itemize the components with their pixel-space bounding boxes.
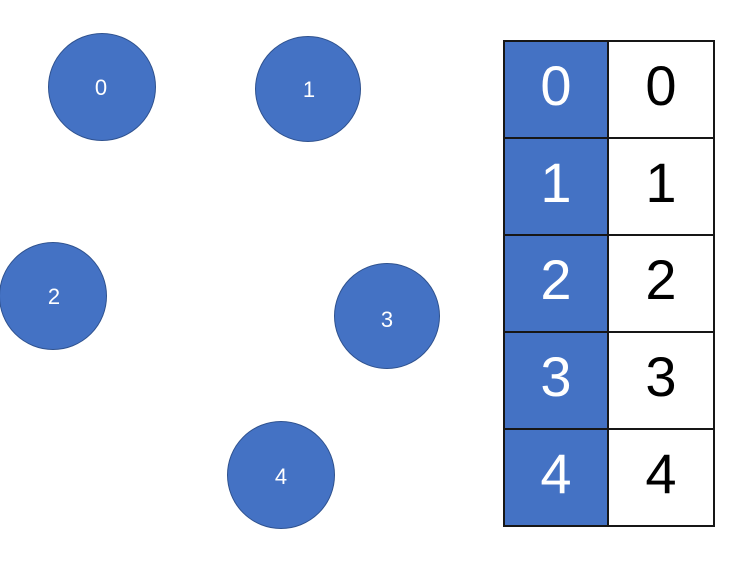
table-key-value: 1 <box>540 150 572 214</box>
table-value-value: 2 <box>645 247 677 311</box>
table-value-cell: 4 <box>607 428 715 527</box>
table-key-cell: 0 <box>503 40 609 139</box>
graph-node-4[interactable] <box>227 421 335 529</box>
graph-node-label: 3 <box>380 307 394 332</box>
table-value-value: 1 <box>645 150 677 214</box>
graph-node-label: 1 <box>302 77 316 102</box>
table-key-cell: 2 <box>503 234 609 333</box>
table-key-cell: 4 <box>503 428 609 527</box>
graph-node-label: 2 <box>47 284 61 309</box>
graph-node-0[interactable] <box>48 33 156 141</box>
table-key-value: 2 <box>540 247 572 311</box>
table-value-value: 3 <box>645 344 677 408</box>
table-value-cell: 1 <box>607 137 715 236</box>
table-key-value: 3 <box>540 344 572 408</box>
table-key-cell: 1 <box>503 137 609 236</box>
table-value-cell: 0 <box>607 40 715 139</box>
table-key-value: 0 <box>540 53 572 117</box>
table-value-cell: 3 <box>607 331 715 430</box>
table-value-value: 4 <box>645 441 677 505</box>
table-value-value: 0 <box>645 53 677 117</box>
table-key-value: 4 <box>540 441 572 505</box>
table-key-cell: 3 <box>503 331 609 430</box>
graph-node-label: 4 <box>274 464 288 489</box>
table-value-cell: 2 <box>607 234 715 333</box>
graph-node-label: 0 <box>94 75 108 100</box>
graph-node-3[interactable] <box>334 263 440 369</box>
graph-node-1[interactable] <box>255 36 361 142</box>
graph-node-2[interactable] <box>0 242 107 350</box>
